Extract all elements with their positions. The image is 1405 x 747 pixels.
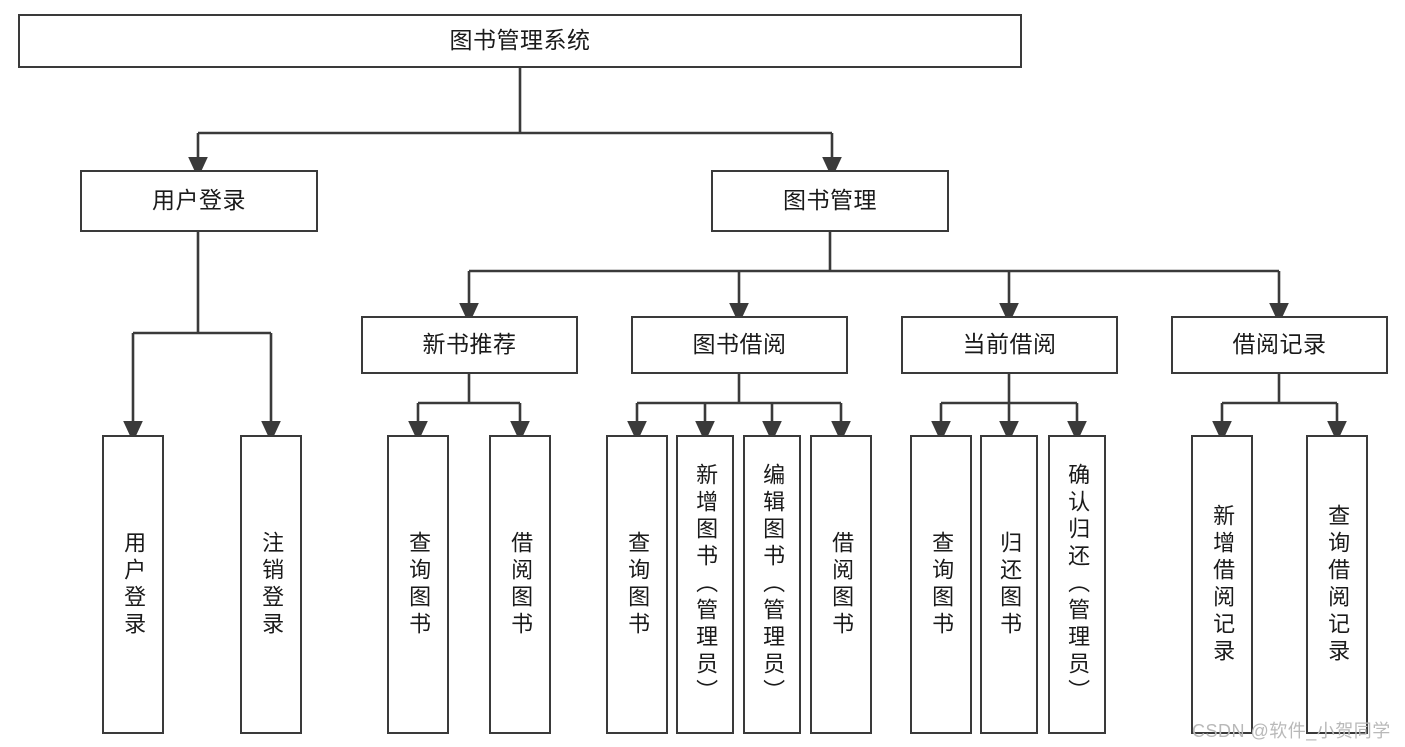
node-leaf-query-book-1-label: 查询图书 (406, 530, 432, 639)
node-leaf-query-record-label: 查询借阅记录 (1325, 503, 1351, 666)
node-leaf-confirm-return-label: 确认归还（管理员） (1065, 463, 1091, 706)
node-borrow-record-label: 借阅记录 (1232, 331, 1327, 358)
node-leaf-user-login-label: 用户登录 (121, 530, 147, 639)
node-leaf-add-book[interactable]: 新增图书（管理员） (676, 435, 734, 734)
node-book-borrow-label: 图书借阅 (692, 331, 787, 358)
node-new-book-rec-label: 新书推荐 (422, 331, 517, 358)
node-leaf-add-record[interactable]: 新增借阅记录 (1191, 435, 1253, 734)
node-leaf-user-login[interactable]: 用户登录 (102, 435, 164, 734)
node-leaf-logout-login[interactable]: 注销登录 (240, 435, 302, 734)
node-root[interactable]: 图书管理系统 (18, 14, 1022, 68)
node-borrow-record[interactable]: 借阅记录 (1171, 316, 1388, 374)
node-current-borrow-label: 当前借阅 (962, 331, 1057, 358)
node-leaf-query-book-2-label: 查询图书 (625, 530, 651, 639)
node-new-book-rec[interactable]: 新书推荐 (361, 316, 578, 374)
node-user-login-label: 用户登录 (152, 187, 246, 214)
node-book-borrow[interactable]: 图书借阅 (631, 316, 848, 374)
node-book-manage[interactable]: 图书管理 (711, 170, 949, 232)
node-leaf-edit-book[interactable]: 编辑图书（管理员） (743, 435, 801, 734)
node-root-label: 图书管理系统 (449, 27, 591, 54)
node-current-borrow[interactable]: 当前借阅 (901, 316, 1118, 374)
node-leaf-borrow-book-1-label: 借阅图书 (508, 530, 534, 639)
node-book-manage-label: 图书管理 (783, 187, 877, 214)
node-leaf-query-record[interactable]: 查询借阅记录 (1306, 435, 1368, 734)
node-leaf-borrow-book-1[interactable]: 借阅图书 (489, 435, 551, 734)
node-leaf-borrow-book-2[interactable]: 借阅图书 (810, 435, 872, 734)
node-leaf-query-book-3[interactable]: 查询图书 (910, 435, 972, 734)
node-leaf-query-book-3-label: 查询图书 (929, 530, 955, 639)
node-leaf-query-book-2[interactable]: 查询图书 (606, 435, 668, 734)
node-leaf-add-record-label: 新增借阅记录 (1210, 503, 1236, 666)
node-leaf-edit-book-label: 编辑图书（管理员） (760, 463, 786, 706)
node-leaf-logout-login-label: 注销登录 (259, 530, 285, 639)
node-leaf-return-book[interactable]: 归还图书 (980, 435, 1038, 734)
node-leaf-borrow-book-2-label: 借阅图书 (829, 530, 855, 639)
node-leaf-query-book-1[interactable]: 查询图书 (387, 435, 449, 734)
node-user-login[interactable]: 用户登录 (80, 170, 318, 232)
csdn-watermark: CSDN @软件_小贺同学 (1192, 721, 1391, 741)
node-leaf-return-book-label: 归还图书 (997, 530, 1023, 639)
node-leaf-add-book-label: 新增图书（管理员） (693, 463, 719, 706)
node-leaf-confirm-return[interactable]: 确认归还（管理员） (1048, 435, 1106, 734)
